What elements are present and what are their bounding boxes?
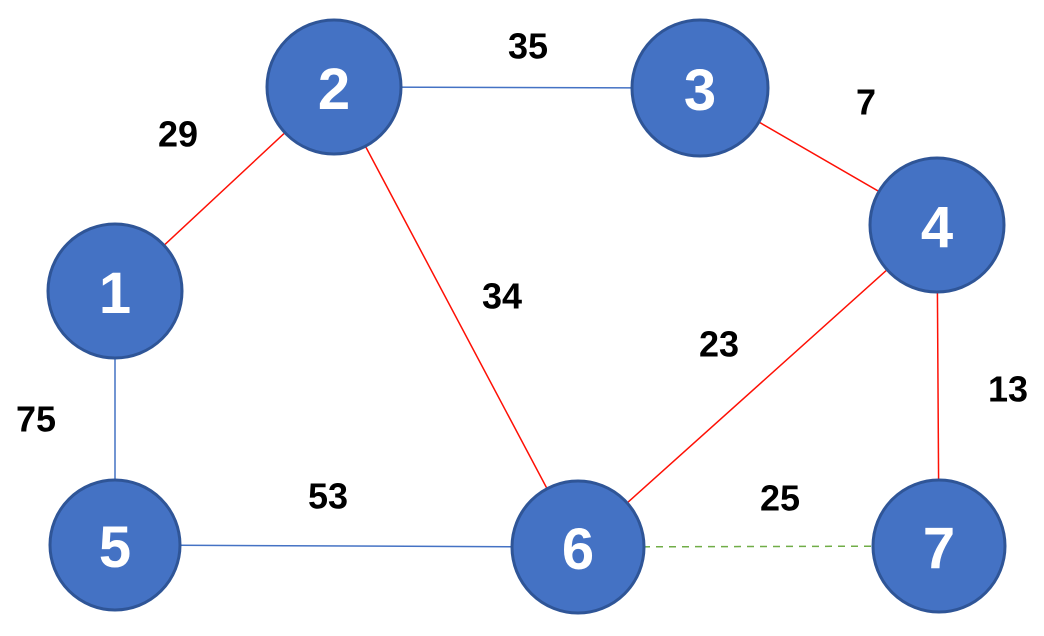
node-circle-6 — [510, 479, 646, 615]
edge-weight-4-6: 23 — [699, 324, 739, 365]
edge-weight-6-7: 25 — [760, 478, 800, 519]
node-label-6: 6 — [562, 517, 594, 582]
edge-weight-4-7: 13 — [988, 369, 1028, 410]
node-circle-3 — [630, 18, 770, 158]
edge-weight-3-4: 7 — [856, 82, 876, 123]
node-circle-2 — [265, 18, 403, 156]
node-label-1: 1 — [99, 261, 131, 326]
node-label-5: 5 — [99, 515, 131, 580]
node-circle-1 — [46, 222, 184, 360]
node-circle-7 — [871, 478, 1007, 614]
node-label-4: 4 — [921, 195, 953, 260]
node-label-7: 7 — [923, 516, 955, 581]
node-label-2: 2 — [318, 57, 350, 122]
edge-weight-5-6: 53 — [308, 476, 348, 517]
edge-weight-1-2: 29 — [158, 114, 198, 155]
edge-weight-1-5: 75 — [16, 399, 56, 440]
node-circle-4 — [868, 156, 1006, 294]
edge-2-6 — [333, 86, 579, 548]
edge-4-6 — [577, 224, 938, 548]
edge-weight-2-6: 34 — [482, 276, 522, 317]
node-circle-5 — [48, 478, 182, 612]
node-label-3: 3 — [684, 58, 716, 123]
edge-5-6 — [114, 544, 579, 548]
edge-weight-2-3: 35 — [508, 26, 548, 67]
